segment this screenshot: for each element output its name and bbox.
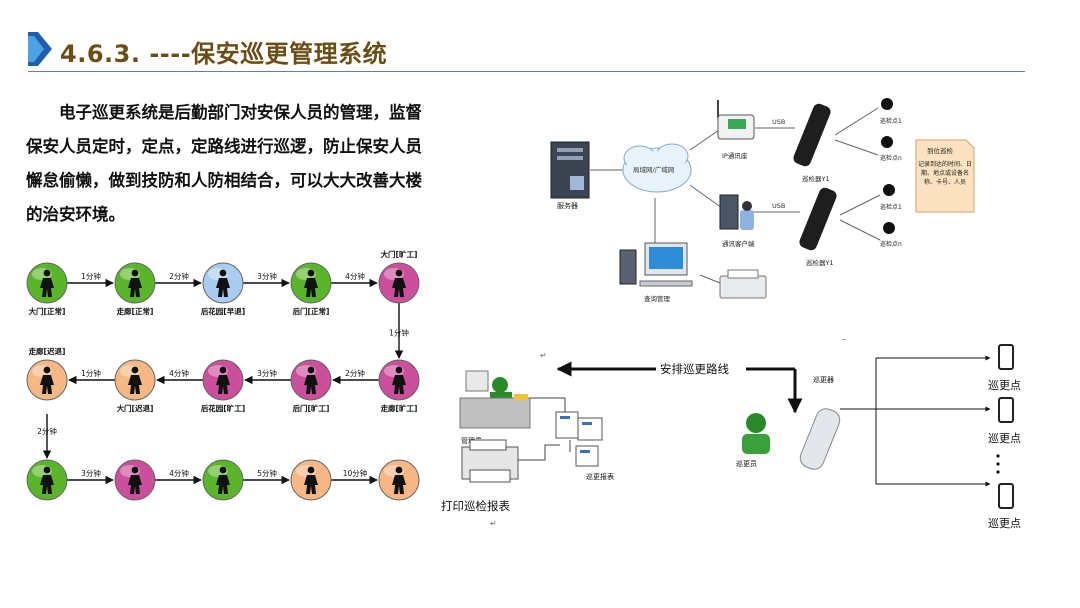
print-printer-icon [461,439,519,483]
route-time-label: 3分钟 [257,368,277,378]
route-node-icon [26,359,68,401]
comm-client-icon [719,194,754,230]
route-node-label: 大门[迟退] [117,403,154,413]
route-node-icon [202,459,244,501]
route-node-icon [378,459,420,501]
cloud-label: 局域网/广域网 [633,165,674,174]
route-node-label: 后花园[旷工] [201,403,245,413]
route-time-label: 4分钟 [169,468,189,478]
checkpoint-n2-label: 巡检点n [880,240,902,248]
note-body: 记录到达的时间、日期、地点或设备名称、卡号、人员 [918,161,972,186]
query-label: 查询管理 [644,294,671,303]
route-node-label: 走廊[正常] [117,306,154,316]
patrol-point-1-label: 巡更点 [988,379,1021,392]
note-body-wrap: 记录到达的时间、日期、地点或设备名称、卡号、人员 [918,161,972,186]
comm-client-label: 通讯客户端 [722,239,755,248]
page-title: 4.6.3. ----保安巡更管理系统 [60,34,387,69]
route-node-icon [114,262,156,304]
intro-paragraph: 电子巡更系统是后勤部门对安保人员的管理，监督保安人员定时，定点，定路线进行巡逻，… [26,103,422,224]
report-docs-icon [555,411,603,467]
manager-desk-icon [459,370,531,429]
route-node-icon [114,359,156,401]
route-time-label: 2分钟 [37,426,57,436]
checkpoint-n2-icon [883,222,895,234]
checkpoint-1-label: 巡检点1 [880,117,902,125]
route-time-label: 1分钟 [81,271,101,281]
route-node-icon [378,359,420,401]
route-node-icon [26,262,68,304]
route-time-label: 5分钟 [257,468,277,478]
checkpoint-n-icon [881,136,893,148]
route-node-label: 走廊[迟退] [29,346,66,356]
report-label: 巡更报表 [586,472,614,481]
route-time-label: 3分钟 [81,468,101,478]
route-time-label: 3分钟 [257,271,277,281]
server-label: 服务器 [557,201,578,210]
print-report-label: 打印巡检报表 [441,499,510,513]
reader-1-icon [793,103,831,167]
note-title: 到位巡检 [927,146,954,155]
patrol-officer-label: 巡更员 [736,459,757,468]
server-icon [550,141,590,199]
title-chevron-icon [28,32,52,66]
route-node-icon [26,459,68,501]
route-time-label: 2分钟 [169,271,189,281]
route-node-icon [114,459,156,501]
title-label: ----保安巡更管理系统 [149,40,388,68]
patrol-device-icon [799,408,841,470]
return-mark-1: ↵ [540,351,547,360]
patrol-point-2-label: 巡更点 [988,432,1021,445]
title-bar: 4.6.3. ----保安巡更管理系统 [28,28,1028,74]
route-node-label: 后门[旷工] [293,403,330,413]
reader-2-label: 巡检器Y1 [806,258,834,267]
reader-2-icon [799,187,837,251]
route-time-label: 4分钟 [345,271,365,281]
route-node-icon [202,359,244,401]
return-mark-2: ↵ [490,519,497,528]
patrol-point-1-icon [998,344,1014,370]
query-computer-icon [619,242,693,287]
route-time-label: 1分钟 [81,368,101,378]
title-number: 4.6.3. [60,40,141,68]
route-node-label: 走廊[旷工] [381,403,418,413]
route-node-icon [290,459,332,501]
ellipsis-dots [996,454,1000,474]
patrol-officer-icon [742,413,770,454]
route-node-label: 大门[旷工] [381,249,418,259]
checkpoint-2-label: 巡检点1 [880,203,902,211]
title-underline [28,71,1025,72]
route-node-label: 后门[正常] [293,306,330,316]
usb-label-2: USB [772,202,785,210]
reader-1-label: 巡检器Y1 [802,174,830,183]
route-node-label: 大门[正常] [29,306,66,316]
ip-station-label: IP通讯座 [722,151,748,160]
patrol-point-3-icon [998,483,1014,509]
route-node-icon [290,262,332,304]
checkpoint-1-icon [881,98,893,110]
device-label: 巡更器 [813,375,834,384]
printer-icon [719,269,767,299]
note-card [915,139,975,213]
checkpoint-2-icon [883,184,895,196]
dash-mark: ‾ [841,338,847,347]
usb-label-1: USB [772,118,785,126]
patrol-point-2-icon [998,397,1014,423]
route-node-icon [378,262,420,304]
route-time-label: 1分钟 [389,328,409,338]
route-node-label: 后花园[早退] [201,306,245,316]
patrol-point-3-label: 巡更点 [988,517,1021,530]
route-node-icon [290,359,332,401]
arrange-route-label: 安排巡更路线 [660,362,729,376]
checkpoint-n-label: 巡检点n [880,154,902,162]
cloud-icon [622,143,692,193]
route-time-label: 4分钟 [169,368,189,378]
ip-station-icon [717,100,755,140]
route-time-label: 10分钟 [343,468,368,478]
route-node-icon [202,262,244,304]
route-time-label: 2分钟 [345,368,365,378]
